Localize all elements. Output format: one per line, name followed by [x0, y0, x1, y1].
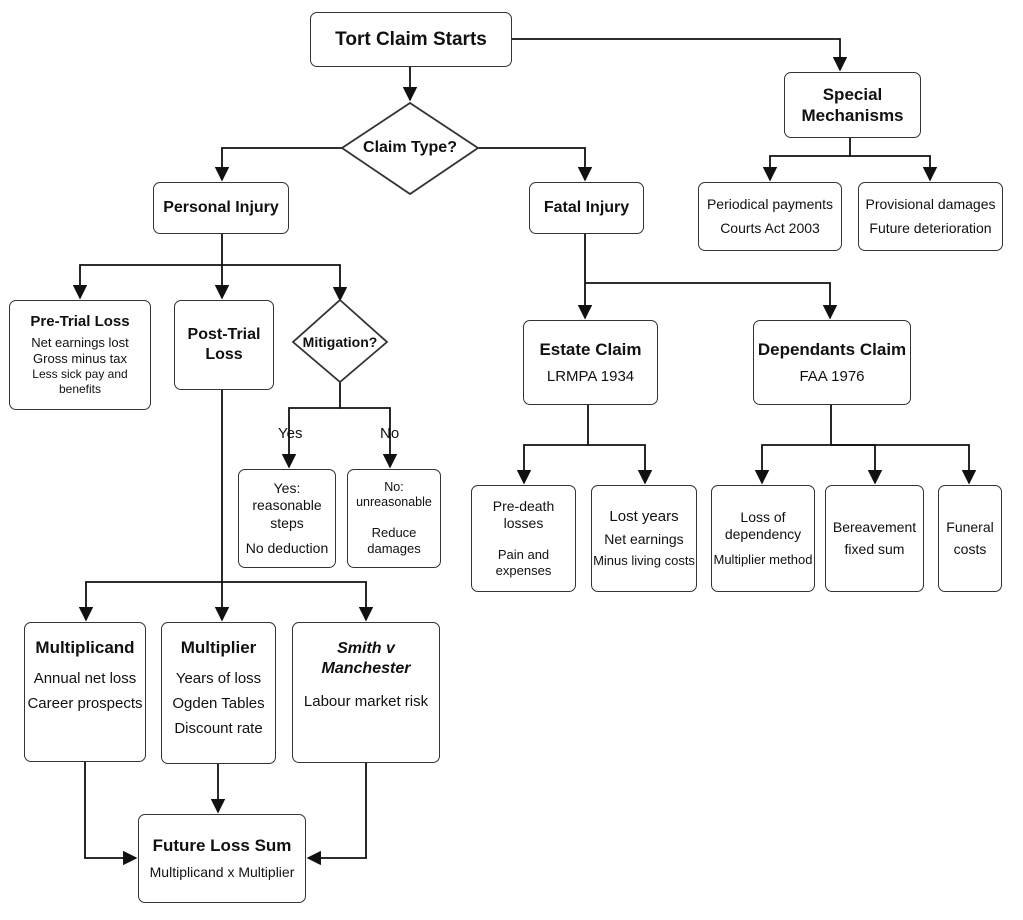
personal-injury-title: Personal Injury — [163, 199, 279, 216]
connector-fatal-to-dependants — [585, 282, 838, 320]
funeral-line1: Funeral — [946, 519, 994, 535]
dependants-sub: FAA 1976 — [799, 367, 865, 385]
mitigation-yes-line1: Yes: reasonable — [252, 479, 322, 514]
estate-claim-node: Estate Claim LRMPA 1934 — [523, 320, 658, 405]
connector-multiplicand-to-future — [84, 762, 138, 866]
pre-death-losses-node: Pre-death losses Pain and expenses — [471, 485, 576, 592]
pre-trial-line3: Less sick pay and benefits — [32, 367, 128, 397]
funeral-line2: costs — [953, 540, 987, 557]
lost-years-node: Lost years Net earnings Minus living cos… — [591, 485, 697, 592]
periodical-line2: Courts Act 2003 — [720, 219, 820, 236]
special-mechanisms-node: Special Mechanisms — [784, 72, 921, 138]
provisional-damages-node: Provisional damages Future deterioration — [858, 182, 1003, 251]
lost-years-line2: Net earnings — [604, 531, 684, 547]
periodical-payments-node: Periodical payments Courts Act 2003 — [698, 182, 842, 251]
multiplier-line1: Years of loss — [175, 670, 262, 688]
future-loss-line1: Multiplicand x Multiplier — [149, 864, 295, 881]
tort-claim-starts-node: Tort Claim Starts — [310, 12, 512, 67]
pre-trial-line2: Gross minus tax — [33, 350, 127, 366]
connector-dependants-to-funeral — [831, 444, 977, 485]
special-title-line1: Special — [822, 84, 883, 104]
connector-post-trial-split — [78, 581, 222, 622]
loss-of-dependency-node: Loss of dependency Multiplier method — [711, 485, 815, 592]
provisional-line2: Future deterioration — [869, 219, 992, 236]
connector-estate-to-lost-years — [588, 444, 653, 485]
connector-smith-to-future — [306, 763, 367, 866]
mitigation-yes-line3: No deduction — [245, 540, 329, 556]
post-trial-loss-node: Post-Trial Loss — [174, 300, 274, 390]
connector-special-to-provisional — [850, 155, 938, 182]
multiplier-node: Multiplier Years of loss Ogden Tables Di… — [161, 622, 276, 764]
pre-trial-title: Pre-Trial Loss — [30, 312, 130, 330]
claim-type-decision — [340, 101, 480, 196]
smith-line1: Labour market risk — [303, 693, 429, 710]
mitigation-yes-label: Yes — [278, 425, 303, 442]
connector-claim-to-fatal — [478, 147, 593, 182]
personal-injury-node: Personal Injury — [153, 182, 289, 234]
connector-personal-to-mitigation — [222, 264, 348, 302]
connector-mitigation-no — [340, 407, 398, 469]
lost-years-line3: Minus living costs — [593, 552, 695, 568]
post-trial-title-line2: Loss — [205, 346, 243, 363]
multiplicand-title: Multiplicand — [35, 638, 135, 657]
multiplier-title: Multiplier — [180, 638, 257, 657]
future-loss-title: Future Loss Sum — [152, 836, 292, 856]
future-loss-sum-node: Future Loss Sum Multiplicand x Multiplie… — [138, 814, 306, 903]
estate-title: Estate Claim — [539, 339, 642, 359]
pre-trial-line1: Net earnings lost — [31, 334, 129, 350]
provisional-line1: Provisional damages — [865, 196, 996, 212]
loss-dependency-line2: dependency — [724, 526, 802, 543]
multiplier-line3: Discount rate — [174, 719, 263, 737]
smith-v-manchester-node: Smith v Manchester Labour market risk — [292, 622, 440, 763]
mitigation-label: Mitigation? — [302, 334, 378, 350]
loss-dependency-line3: Multiplier method — [713, 551, 813, 567]
dependants-claim-node: Dependants Claim FAA 1976 — [753, 320, 911, 405]
connector-dependants-to-bereavement — [831, 444, 883, 485]
loss-dependency-line1: Loss of — [740, 508, 786, 525]
mitigation-no-line1: No: unreasonable — [356, 479, 432, 510]
connector-personal-split — [72, 234, 223, 300]
bereavement-node: Bereavement fixed sum — [825, 485, 924, 592]
lost-years-line1: Lost years — [609, 508, 679, 526]
connector-claim-to-personal — [214, 147, 342, 182]
fatal-injury-title: Fatal Injury — [543, 199, 630, 216]
funeral-costs-node: Funeral costs — [938, 485, 1002, 592]
connector-mitigation-split — [281, 382, 341, 469]
estate-sub: LRMPA 1934 — [546, 367, 635, 385]
multiplicand-line2: Career prospects — [27, 695, 143, 712]
mitigation-yes-line2: steps — [270, 514, 304, 531]
connector-dependants-split — [754, 405, 832, 485]
pre-trial-loss-node: Pre-Trial Loss Net earnings lost Gross m… — [9, 300, 151, 410]
fatal-injury-node: Fatal Injury — [529, 182, 644, 234]
special-title-line2: Mechanisms — [801, 106, 904, 125]
pre-death-line1: Pre-death losses — [492, 497, 555, 532]
post-trial-title-line1: Post-Trial — [187, 326, 261, 343]
multiplier-line2: Ogden Tables — [172, 695, 265, 712]
multiplicand-line1: Annual net loss — [33, 670, 137, 688]
mitigation-no-line2: Reduce damages — [367, 524, 421, 557]
mitigation-no-label: No — [380, 425, 400, 442]
root-title: Tort Claim Starts — [335, 28, 487, 50]
dependants-title: Dependants Claim — [757, 339, 907, 359]
connector-post-trial-to-smith — [222, 581, 374, 622]
periodical-line1: Periodical payments — [706, 196, 834, 212]
multiplicand-node: Multiplicand Annual net loss Career pros… — [24, 622, 146, 762]
connector-estate-split — [516, 405, 589, 485]
pre-death-line2: Pain and expenses — [495, 546, 552, 578]
mitigation-decision — [291, 298, 389, 384]
claim-type-label: Claim Type? — [363, 139, 457, 156]
connector-special-split — [762, 138, 851, 182]
mitigation-no-node: No: unreasonable Reduce damages — [347, 469, 441, 568]
bereavement-line1: Bereavement — [832, 519, 917, 535]
smith-title: Smith v Manchester — [321, 640, 411, 677]
connector-root-to-special — [512, 38, 848, 72]
bereavement-line2: fixed sum — [844, 540, 905, 557]
mitigation-yes-node: Yes: reasonable steps No deduction — [238, 469, 336, 568]
